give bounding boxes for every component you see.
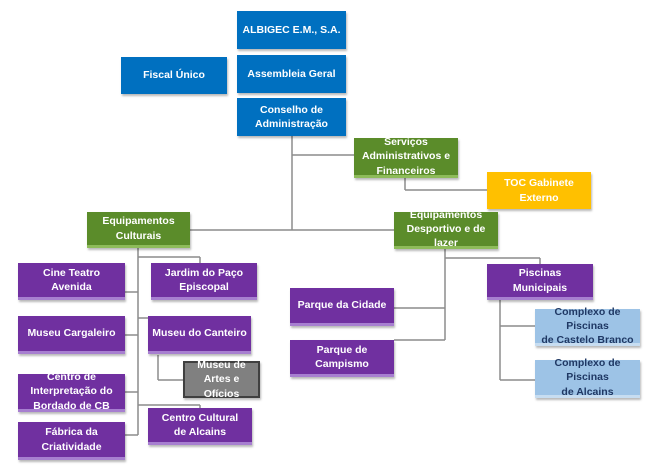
conselho-administracao-box: Conselho de Administração — [237, 98, 346, 136]
museu-canteiro-box: Museu do Canteiro — [148, 316, 251, 354]
fiscal-unico-box: Fiscal Único — [121, 57, 227, 94]
parque-cidade-box: Parque da Cidade — [290, 288, 394, 326]
fabrica-criatividade-box: Fábrica da Criatividade — [18, 422, 125, 460]
equipamentos-desportivo-box: Equipamentos Desportivo e de lazer — [394, 209, 498, 249]
cine-teatro-box: Cine Teatro Avenida — [18, 263, 125, 300]
piscinas-castelo-branco-box: Complexo de Piscinas de Castelo Branco — [535, 306, 640, 346]
assembleia-geral-box: Assembleia Geral — [237, 55, 346, 93]
jardim-paco-box: Jardim do Paço Episcopal — [151, 263, 257, 300]
albigec-box: ALBIGEC E.M., S.A. — [237, 11, 346, 49]
parque-campismo-box: Parque de Campismo — [290, 340, 394, 377]
centro-cultural-alcains-box: Centro Cultural de Alcains — [148, 408, 252, 445]
piscinas-alcains-box: Complexo de Piscinas de Alcains — [535, 357, 640, 398]
centro-interpretacao-box: Centro de Interpretação do Bordado de CB — [18, 371, 125, 412]
museu-artes-oficios-box: Museu de Artes e Ofícios — [183, 359, 260, 400]
equipamentos-culturais-box: Equipamentos Culturais — [87, 212, 190, 248]
toc-gabinete-box: TOC Gabinete Externo — [487, 172, 591, 209]
servicos-administrativos-box: Serviços Administrativos e Financeiros — [354, 136, 458, 178]
piscinas-municipais-box: Piscinas Municipais — [487, 264, 593, 300]
museu-cargaleiro-box: Museu Cargaleiro — [18, 316, 125, 354]
